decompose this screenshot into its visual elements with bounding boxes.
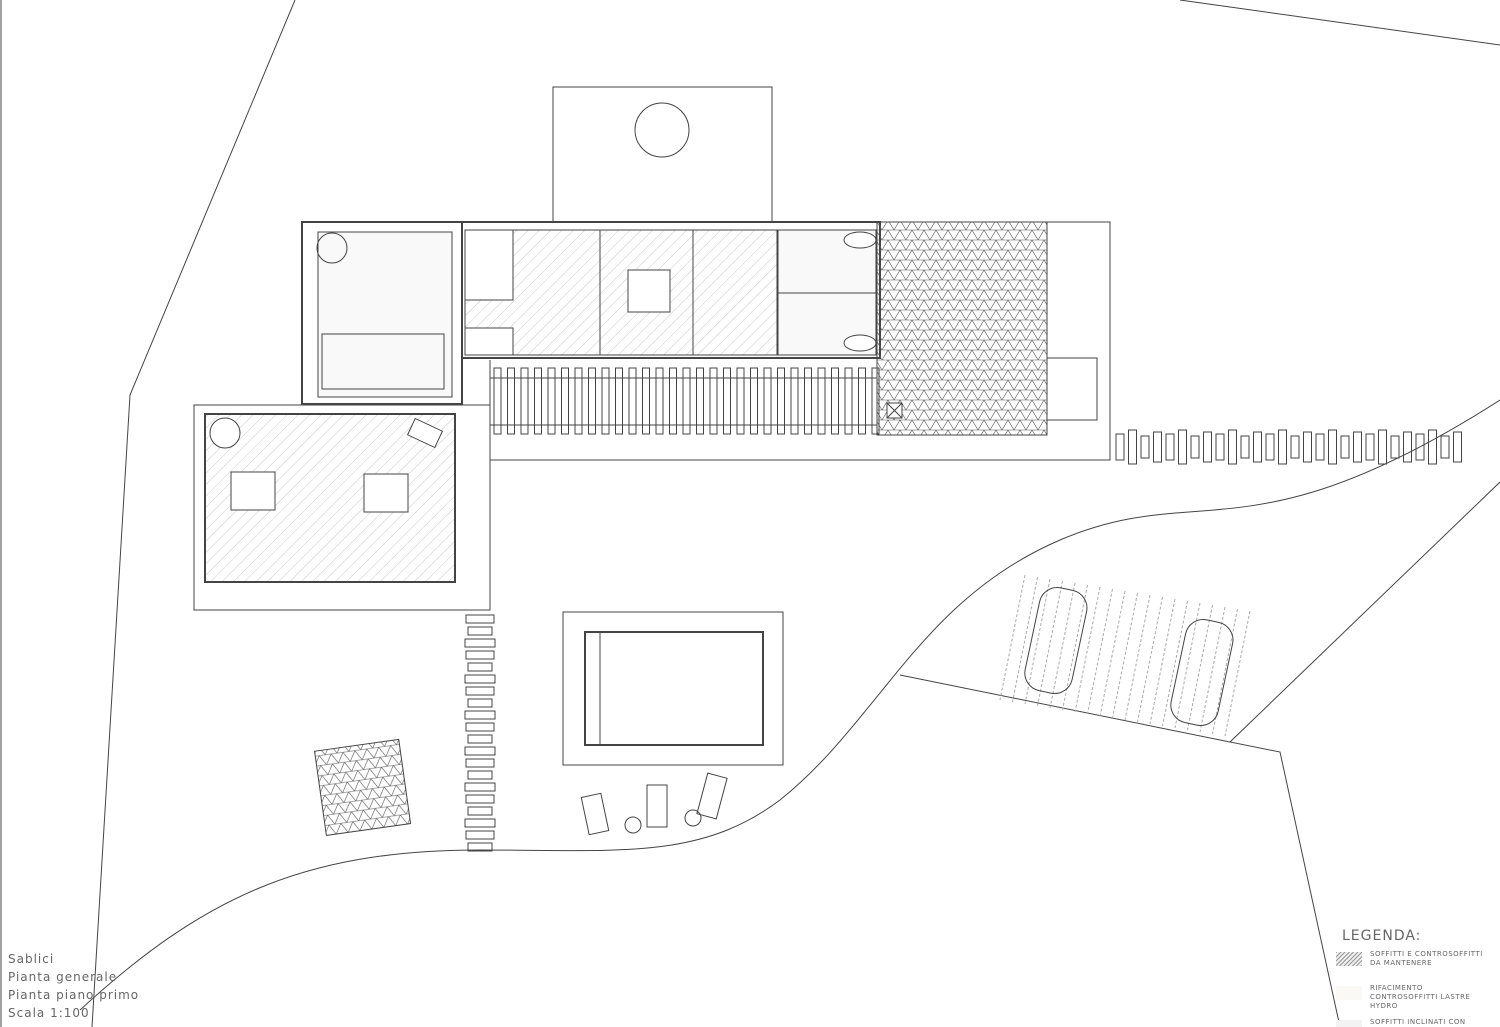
sun-lounger [580, 792, 610, 836]
project-name: Sablici [8, 952, 55, 966]
legend-label: SOFFITTI E CONTROSOFFITTI DA MANTENERE [1370, 950, 1483, 967]
terrace [552, 86, 773, 223]
legend-item: SOFFITTI E CONTROSOFFITTI DA MANTENERE [1336, 950, 1490, 972]
pool-deck [562, 611, 784, 766]
bathtub [843, 231, 877, 249]
staircase [464, 229, 514, 301]
sheet-title: Pianta generale [8, 970, 118, 984]
legend-item: RIFACIMENTO CONTROSOFFITTI LASTRE HYDRO [1336, 984, 1490, 1010]
pergola [490, 367, 880, 435]
tiled-deck [876, 221, 1048, 436]
round-table [634, 102, 690, 158]
bed [230, 471, 276, 511]
car [1024, 586, 1088, 694]
sun-lounger [646, 784, 668, 828]
sheet-subtitle: Pianta piano primo [8, 988, 140, 1002]
legend-label: RIFACIMENTO CONTROSOFFITTI LASTRE HYDRO [1370, 984, 1471, 1010]
bathtub [843, 334, 877, 352]
exterior-stair [1046, 357, 1098, 421]
legend-label: SOFFITTI INCLINATI CON TRAVI A VISTA [1370, 1018, 1466, 1026]
stepping-stones-south [464, 614, 496, 852]
carport [999, 574, 1251, 737]
tiled-patio [313, 738, 412, 836]
lawn-edge [79, 399, 1500, 1011]
sun-lounger [696, 772, 728, 820]
pool [584, 631, 764, 746]
legend: LEGENDA: SOFFITTI E CONTROSOFFITTI DA MA… [1336, 928, 1490, 1027]
title-block: Sablici Pianta generale Pianta piano pri… [8, 950, 139, 1022]
scale: Scala 1:100 [8, 1006, 90, 1020]
stepping-stones-east [1115, 429, 1462, 465]
legend-swatch-hatched [1336, 952, 1362, 966]
legend-item: SOFFITTI INCLINATI CON TRAVI A VISTA [1336, 1018, 1490, 1027]
bed [363, 473, 409, 513]
bedroom-wing [193, 404, 491, 611]
spiral-stair [316, 232, 348, 264]
legend-swatch-hydro [1336, 986, 1362, 1000]
legend-title: LEGENDA: [1342, 928, 1422, 944]
bed [627, 269, 671, 313]
legend-swatch-inclined [1336, 1020, 1362, 1027]
spiral-stair [209, 417, 241, 449]
car [1170, 618, 1234, 726]
